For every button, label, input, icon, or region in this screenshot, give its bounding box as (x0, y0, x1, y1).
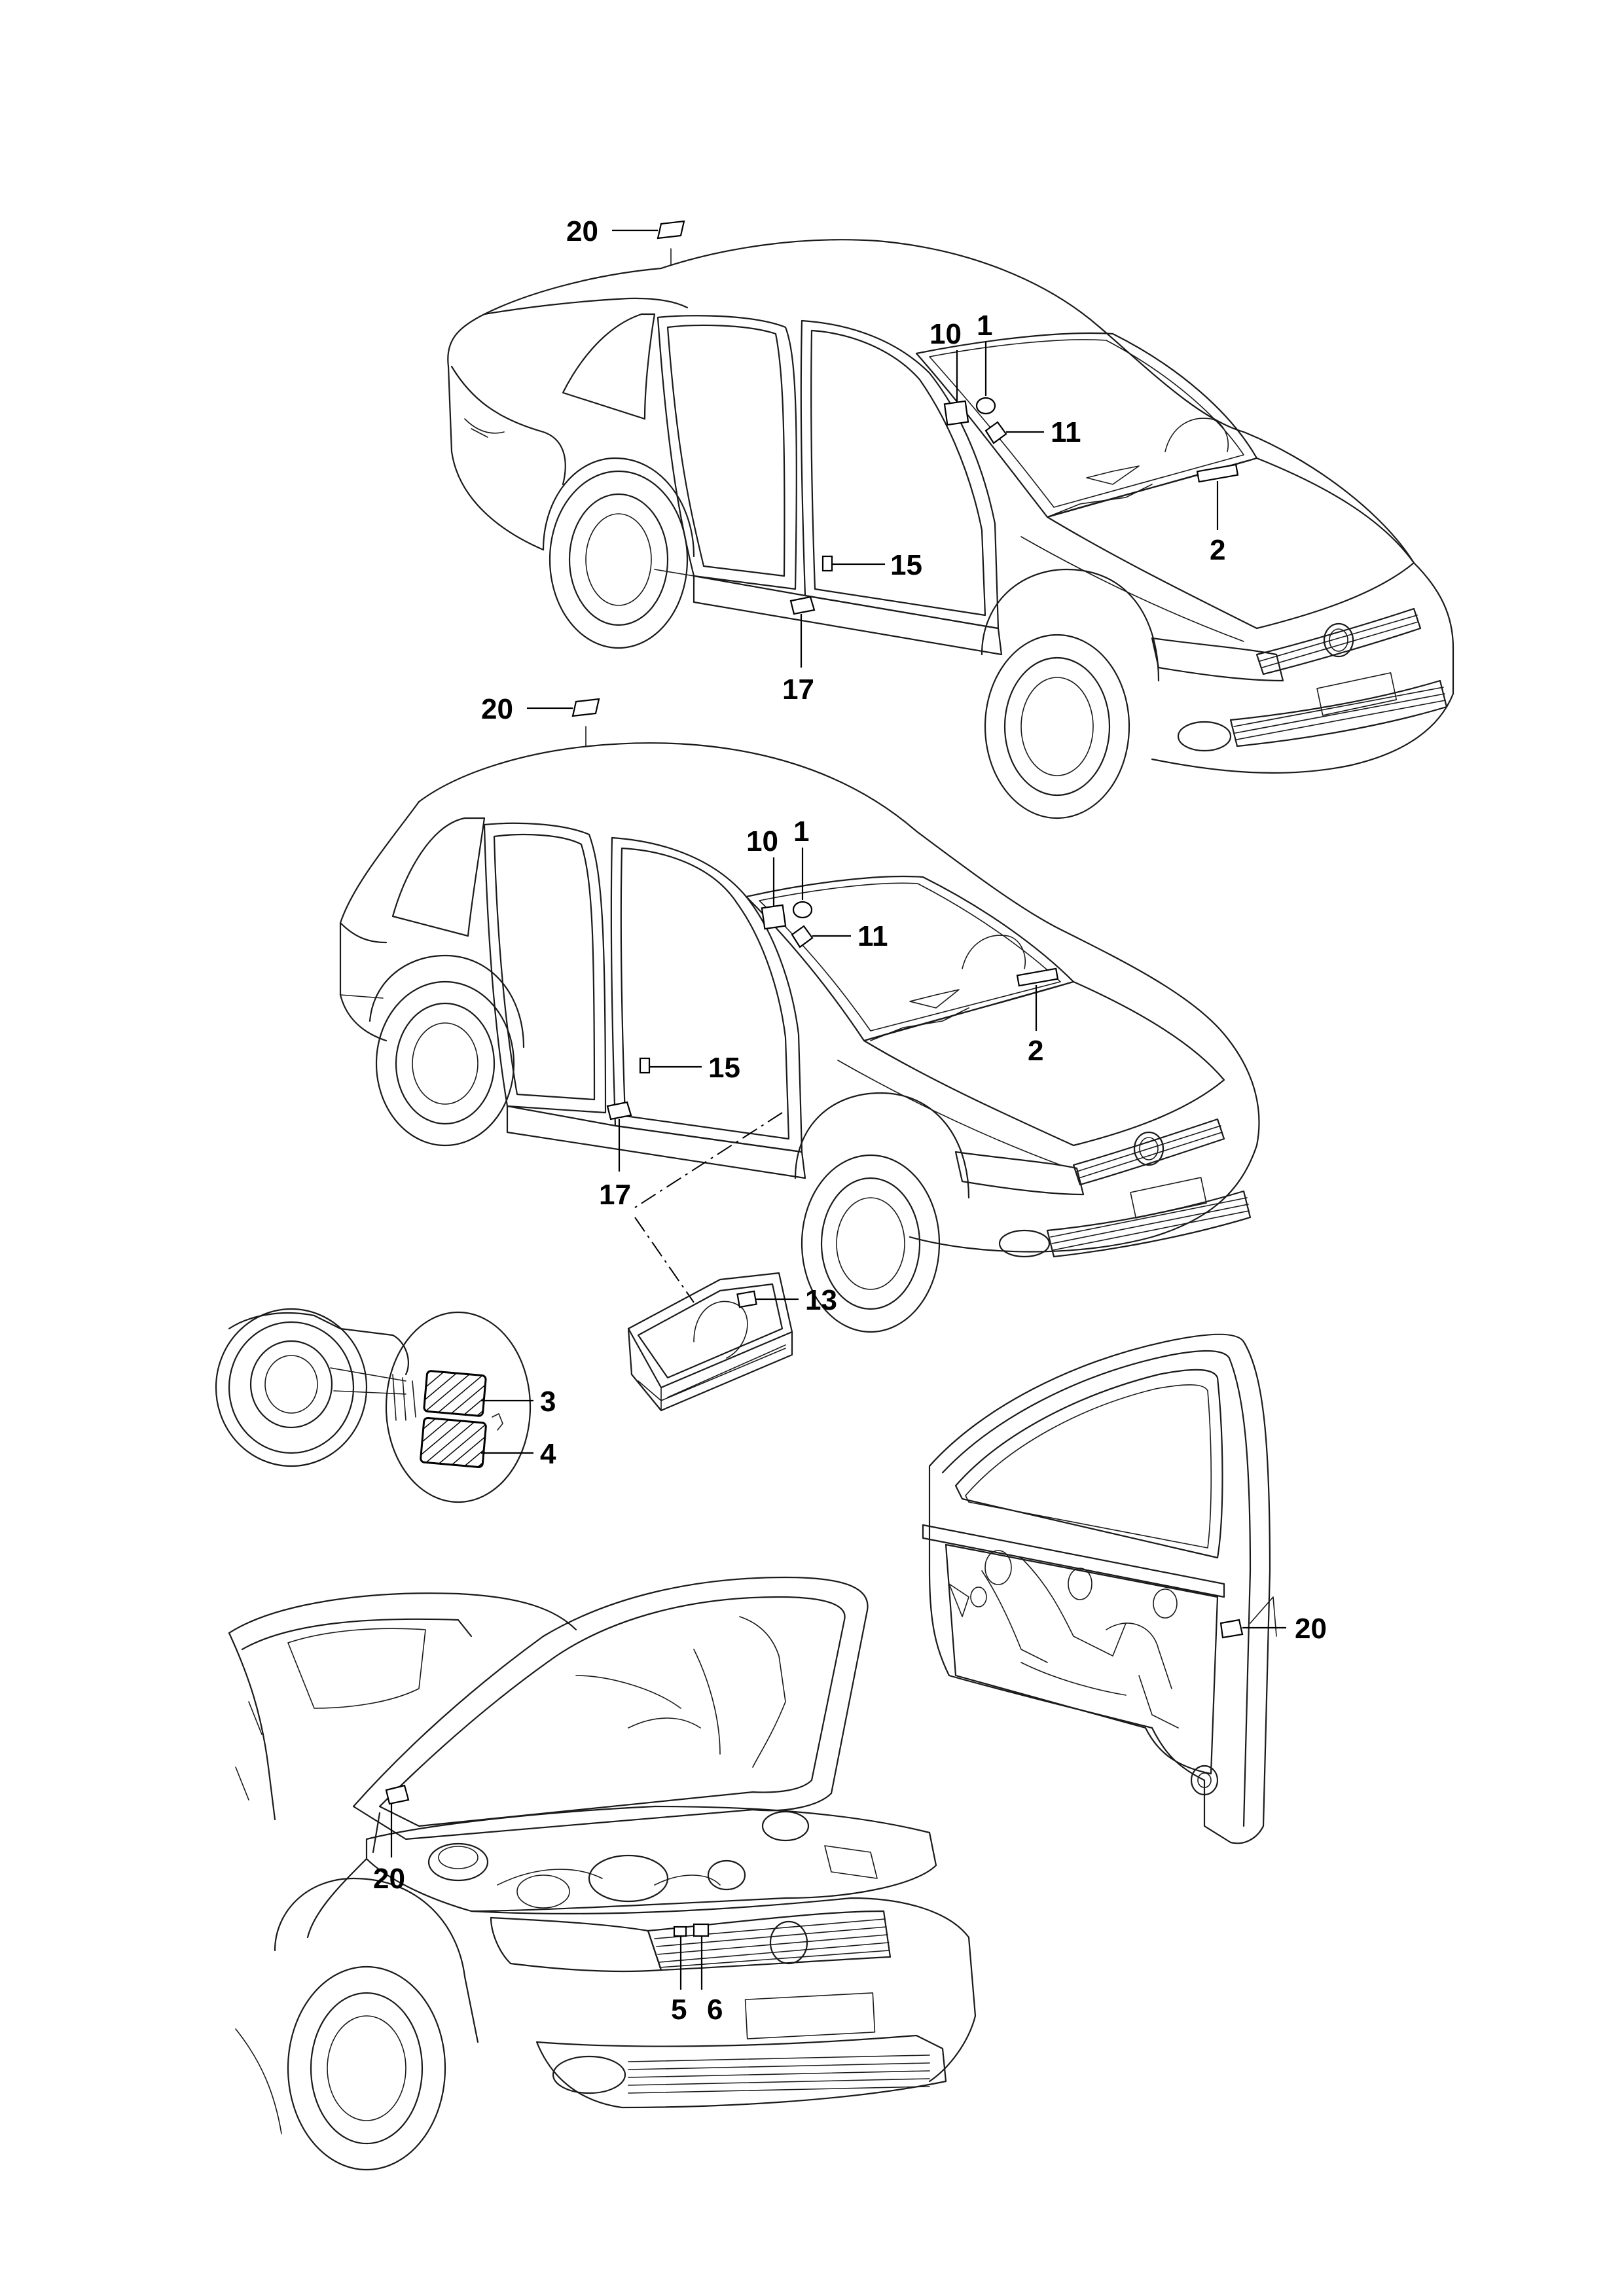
label-tag-icon (385, 1784, 410, 1805)
hatchback-callouts: 20 10 1 11 2 15 17 (481, 693, 1059, 1303)
label-plate-icon (789, 596, 816, 615)
glovebox-illustration (627, 1272, 793, 1412)
bonnet-callouts: 20 5 6 (373, 1803, 723, 2026)
label-small-square-icon (736, 1290, 757, 1308)
label-square-icon (943, 400, 969, 426)
label-small-rect-icon (821, 555, 833, 572)
callout-1: 1 (977, 310, 992, 342)
callout-1: 1 (793, 816, 809, 848)
label-5-icon (673, 1926, 687, 1937)
callout-20: 20 (1295, 1613, 1327, 1645)
callout-5: 5 (671, 1994, 687, 2026)
callout-20: 20 (373, 1863, 405, 1895)
callout-3: 3 (540, 1386, 556, 1418)
callout-20: 20 (566, 215, 598, 247)
sedan-illustration (447, 239, 1454, 819)
bonnet-illustration (228, 1576, 977, 2171)
label-strip-icon (1196, 463, 1239, 483)
fuel-flap-callouts: 3 4 (481, 1386, 556, 1470)
callout-11: 11 (857, 920, 888, 952)
callout-15: 15 (708, 1052, 740, 1084)
label-plate-icon (606, 1101, 632, 1121)
sedan-callouts: 20 10 1 11 2 15 17 (566, 215, 1239, 706)
callout-10: 10 (929, 318, 962, 350)
label-tag-icon (657, 220, 685, 240)
label-tag-icon (1219, 1619, 1244, 1639)
callout-10: 10 (746, 825, 778, 857)
callout-11: 11 (1051, 416, 1081, 448)
callout-15: 15 (890, 549, 922, 581)
label-square-icon (761, 904, 787, 930)
label-6-icon (693, 1923, 710, 1937)
label-diamond-icon (984, 421, 1007, 444)
fuel-flap-illustration (215, 1308, 532, 1503)
hatchback-illustration (339, 726, 1260, 1333)
callout-17: 17 (599, 1179, 631, 1211)
label-hatched-4-icon (420, 1417, 487, 1469)
label-tag-icon (571, 698, 600, 717)
callout-4: 4 (540, 1438, 556, 1470)
label-oval-icon (792, 901, 813, 919)
glovebox-callouts: 13 (756, 1284, 837, 1316)
callout-20: 20 (481, 693, 513, 725)
label-hatched-3-icon (423, 1370, 487, 1417)
callout-17: 17 (782, 673, 814, 706)
label-oval-icon (975, 397, 996, 415)
callout-6: 6 (707, 1994, 723, 2026)
door-callouts: 20 (1242, 1613, 1327, 1645)
label-strip-icon (1016, 967, 1059, 987)
label-small-rect-icon (639, 1057, 651, 1074)
label-diamond-icon (791, 925, 814, 948)
door-illustration (922, 1333, 1277, 1844)
callout-2: 2 (1210, 534, 1225, 566)
callout-2: 2 (1028, 1035, 1043, 1067)
callout-13: 13 (805, 1284, 837, 1316)
